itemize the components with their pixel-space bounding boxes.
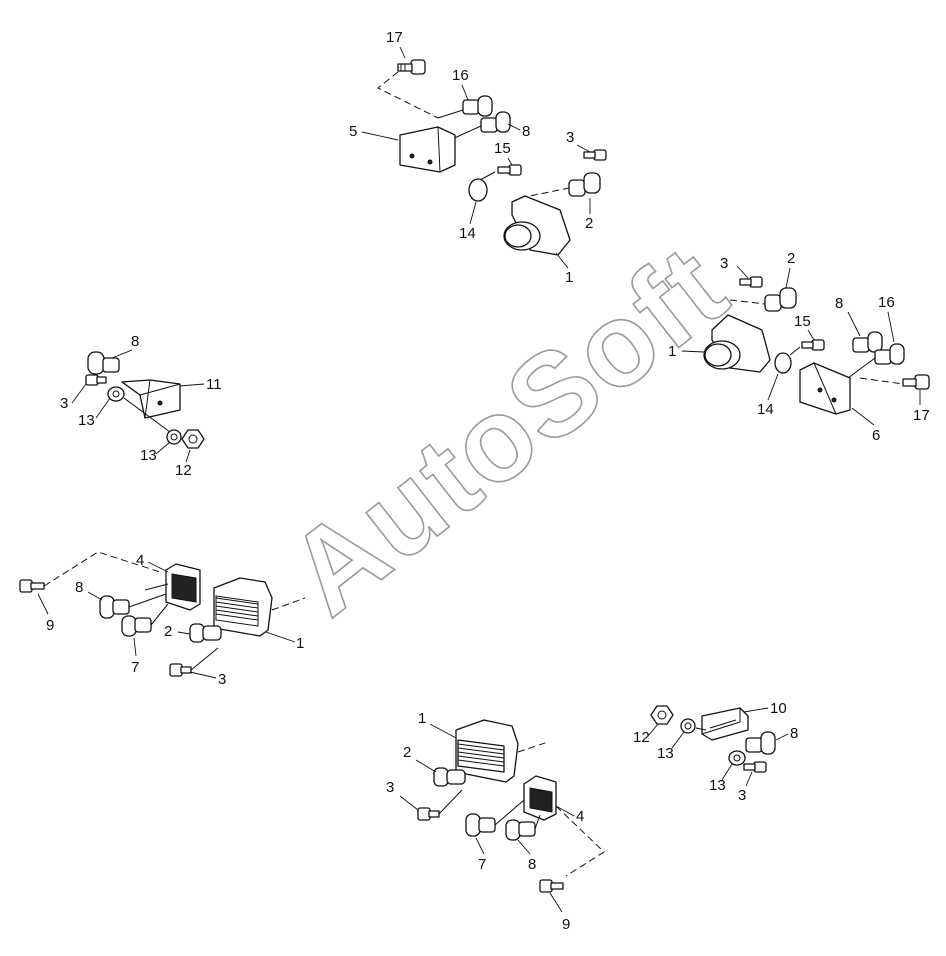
assembly-bottom-right: 10 12 13 8 13 3 xyxy=(633,700,798,804)
bulb-socket xyxy=(87,351,120,375)
callout-label: 8 xyxy=(790,725,798,742)
callout-label: 4 xyxy=(576,808,584,825)
washer xyxy=(680,718,696,734)
bulb-socket xyxy=(437,95,493,119)
callout-label: 2 xyxy=(164,623,172,640)
bolt xyxy=(539,879,564,893)
callout-label: 16 xyxy=(452,67,469,84)
callout-label: 3 xyxy=(720,255,728,272)
assembly-top-center: 17 16 5 8 3 15 2 14 1 xyxy=(349,29,607,286)
mounting-bracket xyxy=(701,707,749,741)
bulb-socket xyxy=(465,799,525,837)
bulb xyxy=(568,172,601,197)
callout-label: 2 xyxy=(585,215,593,232)
bulb xyxy=(433,767,466,787)
callout-label: 2 xyxy=(787,250,795,267)
washer xyxy=(728,750,746,766)
screw xyxy=(739,276,763,288)
callout-label: 2 xyxy=(403,744,411,761)
watermark-text: AutoSoft xyxy=(265,220,751,640)
mounting-bracket xyxy=(121,379,181,419)
callout-label: 9 xyxy=(562,916,570,933)
screw xyxy=(583,149,607,161)
callout-label: 13 xyxy=(709,777,726,794)
callout-label: 1 xyxy=(418,710,426,727)
callout-label: 8 xyxy=(522,123,530,140)
callout-label: 12 xyxy=(633,729,650,746)
mounting-bracket xyxy=(144,563,201,611)
bulb-socket xyxy=(121,603,169,637)
callout-label: 7 xyxy=(478,856,486,873)
bulb xyxy=(189,623,222,643)
callout-label: 14 xyxy=(757,401,774,418)
callout-label: 9 xyxy=(46,617,54,634)
callout-label: 8 xyxy=(75,579,83,596)
screw xyxy=(789,339,825,356)
callout-label: 3 xyxy=(738,787,746,804)
callout-label: 13 xyxy=(657,745,674,762)
lamp-lens-block xyxy=(399,126,456,173)
assembly-left-lower: 4 8 9 2 7 1 3 xyxy=(19,551,306,688)
lamp-lens-block xyxy=(213,577,273,637)
washer xyxy=(107,386,125,402)
callout-label: 13 xyxy=(140,447,157,464)
washer xyxy=(774,352,792,374)
callout-label: 15 xyxy=(494,140,511,157)
screw xyxy=(169,647,219,677)
lamp-lens-block xyxy=(799,362,851,415)
callout-label: 3 xyxy=(218,671,226,688)
callout-label: 15 xyxy=(794,313,811,330)
assembly-bottom-center: 1 2 3 4 7 8 9 xyxy=(386,710,605,933)
washer xyxy=(166,429,182,445)
assembly-left-upper: 8 11 3 13 13 12 xyxy=(60,333,222,479)
screw xyxy=(85,374,107,386)
bolt xyxy=(902,374,930,390)
callout-label: 11 xyxy=(206,376,222,393)
callout-label: 8 xyxy=(131,333,139,350)
assembly-right: 3 2 8 16 15 1 14 17 6 xyxy=(668,250,930,444)
bolt xyxy=(397,59,426,75)
bulb xyxy=(764,287,797,312)
callout-label: 3 xyxy=(386,779,394,796)
lamp-housing xyxy=(503,195,571,256)
bulb-socket xyxy=(852,331,883,353)
screw xyxy=(417,789,463,821)
bulb-socket xyxy=(99,593,167,619)
callout-label: 13 xyxy=(78,412,95,429)
callout-label: 1 xyxy=(668,343,676,360)
screw xyxy=(743,761,767,773)
bulb-socket xyxy=(745,731,776,755)
washer xyxy=(468,178,488,202)
callout-label: 3 xyxy=(60,395,68,412)
bulb-socket xyxy=(449,111,511,141)
callout-label: 7 xyxy=(131,659,139,676)
bulb-socket xyxy=(505,814,541,841)
callout-label: 1 xyxy=(565,269,573,286)
callout-label: 12 xyxy=(175,462,192,479)
callout-label: 8 xyxy=(528,856,536,873)
callout-label: 1 xyxy=(296,635,304,652)
callout-label: 17 xyxy=(386,29,403,46)
bolt xyxy=(19,579,45,593)
callout-label: 10 xyxy=(770,700,787,717)
callout-label: 3 xyxy=(566,129,574,146)
callout-label: 17 xyxy=(913,407,930,424)
callout-label: 16 xyxy=(878,294,895,311)
bulb-socket xyxy=(847,343,905,379)
nut xyxy=(181,429,205,449)
lamp-housing xyxy=(703,314,771,373)
callout-label: 8 xyxy=(835,295,843,312)
callout-label: 5 xyxy=(349,123,357,140)
callout-label: 6 xyxy=(872,427,880,444)
callout-label: 14 xyxy=(459,225,476,242)
mounting-bracket xyxy=(523,775,557,821)
lamp-lens-block xyxy=(455,719,519,783)
callout-label: 4 xyxy=(136,552,144,569)
nut xyxy=(650,705,674,725)
screw xyxy=(479,164,522,181)
